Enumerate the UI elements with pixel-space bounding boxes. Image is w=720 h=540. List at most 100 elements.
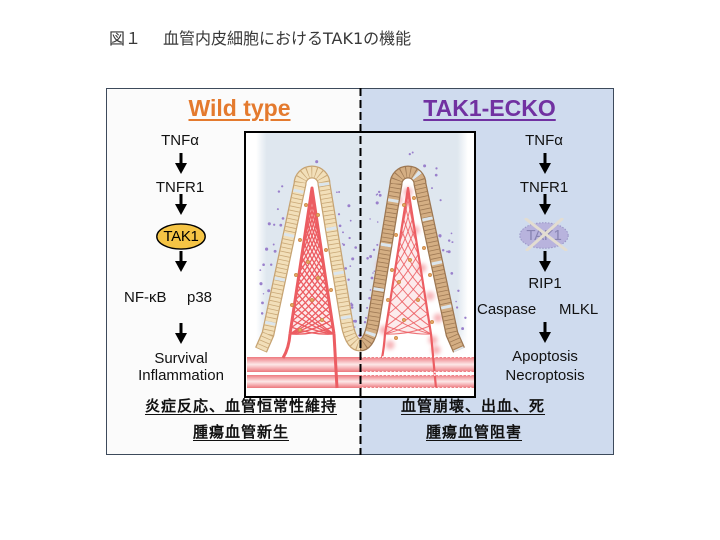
lumen-particle bbox=[464, 316, 467, 319]
lumen-particles bbox=[259, 151, 467, 338]
ko-effector-mlkl: MLKL bbox=[559, 301, 599, 318]
hemorrhage-spot bbox=[385, 340, 395, 350]
stromal-cell bbox=[315, 212, 321, 218]
lumen-particle bbox=[272, 243, 275, 246]
capillary-segment bbox=[387, 277, 423, 315]
stromal-cell bbox=[415, 297, 421, 303]
wild-type-header: Wild type bbox=[188, 95, 291, 121]
lumen-particle bbox=[337, 213, 341, 216]
lumen-particle bbox=[267, 222, 271, 226]
wt-capillary-network bbox=[281, 186, 339, 389]
down-arrow-icon bbox=[539, 194, 551, 215]
lumen-particle bbox=[261, 301, 264, 305]
capillary-segment bbox=[291, 284, 328, 322]
lumen-particle bbox=[262, 293, 265, 295]
lumen-particle bbox=[276, 208, 279, 211]
x-mark-icon bbox=[524, 218, 568, 251]
capillary-segment bbox=[384, 313, 429, 335]
capillary-segment bbox=[384, 325, 430, 335]
lumen-particle bbox=[279, 223, 283, 227]
lumen-particle bbox=[344, 267, 348, 270]
down-arrow-icon bbox=[539, 251, 551, 272]
lumen-particle bbox=[372, 248, 376, 251]
lumen-particle bbox=[351, 257, 355, 261]
lumen-particle bbox=[376, 221, 379, 223]
lumen-particle bbox=[259, 269, 262, 272]
ko-summary-line-2: 腫瘍血管阻害 bbox=[425, 423, 523, 441]
ko-outcome-apoptosis: Apoptosis bbox=[512, 348, 578, 365]
lumen-particle bbox=[354, 246, 358, 249]
capillary-segment bbox=[400, 229, 421, 267]
lumen-particle bbox=[277, 190, 281, 193]
capillary-segment bbox=[290, 291, 329, 329]
stromal-cell bbox=[429, 319, 435, 325]
lumen-particle bbox=[273, 249, 277, 253]
stromal-cell bbox=[303, 202, 309, 208]
figure-label: 図１ bbox=[109, 29, 142, 48]
lumen-particle bbox=[281, 217, 285, 220]
ko-ligand: TNFα bbox=[525, 132, 563, 149]
stromal-cell bbox=[323, 247, 329, 253]
lumen-particle bbox=[368, 296, 371, 300]
lumen-particle bbox=[354, 319, 357, 323]
ko-mediator-rip1: RIP1 bbox=[528, 275, 562, 292]
stromal-cell bbox=[393, 232, 399, 238]
stromal-cell bbox=[309, 297, 315, 303]
stromal-cell bbox=[297, 327, 303, 333]
lumen-particle bbox=[455, 306, 459, 309]
lumen-particle bbox=[349, 265, 352, 267]
lumen-particle bbox=[366, 257, 369, 260]
stromal-cell bbox=[401, 317, 407, 323]
down-arrow-icon bbox=[175, 251, 187, 272]
lumen-particle bbox=[375, 194, 378, 196]
capillary-segment bbox=[389, 301, 432, 335]
stromal-cell bbox=[396, 279, 402, 285]
wt-outcome-survival: Survival bbox=[154, 350, 208, 367]
lumen-particle bbox=[315, 160, 319, 164]
lumen-particle bbox=[435, 167, 438, 170]
capillary-segment bbox=[395, 229, 416, 267]
stromal-cell bbox=[319, 317, 325, 323]
lumen-particle bbox=[457, 289, 460, 292]
panel-divider-dashed-line bbox=[359, 88, 362, 455]
stromal-cell bbox=[297, 237, 303, 243]
lumen-particle bbox=[350, 306, 354, 309]
wt-summary-line-1: 炎症反応、血管恒常性維持 bbox=[144, 397, 338, 415]
stromal-cells bbox=[289, 195, 435, 341]
capillary-segment bbox=[395, 265, 427, 303]
capillary-trunk bbox=[332, 333, 339, 389]
lumen-particle bbox=[350, 302, 353, 305]
lumen-particle bbox=[342, 243, 346, 246]
lumen-particle bbox=[366, 306, 369, 309]
lumen-particle bbox=[450, 232, 453, 235]
capillary-segment bbox=[296, 284, 333, 322]
lumen-particle bbox=[375, 201, 379, 205]
down-arrow-icon bbox=[175, 323, 187, 344]
stromal-cell bbox=[385, 297, 391, 303]
wt-receptor: TNFR1 bbox=[155, 179, 205, 196]
lumen-particle bbox=[338, 191, 341, 193]
stromal-cell bbox=[421, 245, 427, 251]
lumen-particle bbox=[451, 241, 454, 243]
lumen-particle bbox=[434, 173, 438, 177]
lumen-particle bbox=[341, 243, 344, 245]
stromal-cell bbox=[393, 335, 399, 341]
lumen-particle bbox=[342, 231, 344, 234]
figure-title: 血管内皮細胞におけるTAK1の機能 bbox=[163, 29, 412, 48]
wt-ligand: TNFα bbox=[161, 132, 199, 149]
ko-tak1-node: TAK1 bbox=[519, 218, 569, 251]
lumen-particle bbox=[377, 190, 381, 194]
lumen-particle bbox=[281, 185, 284, 188]
stromal-cell bbox=[315, 275, 321, 281]
wt-summary-line-2: 腫瘍血管新生 bbox=[192, 423, 290, 441]
lumen-particle bbox=[439, 236, 442, 238]
lumen-particle bbox=[408, 152, 411, 156]
capillary-edge bbox=[383, 186, 433, 335]
hemorrhage-spot bbox=[428, 335, 438, 345]
stromal-cell bbox=[407, 257, 413, 263]
ko-capillary-network bbox=[380, 186, 438, 389]
capillary-segment bbox=[387, 313, 432, 335]
lumen-particle bbox=[364, 317, 367, 319]
lumen-particle bbox=[369, 255, 373, 258]
lumen-particle bbox=[338, 224, 342, 228]
